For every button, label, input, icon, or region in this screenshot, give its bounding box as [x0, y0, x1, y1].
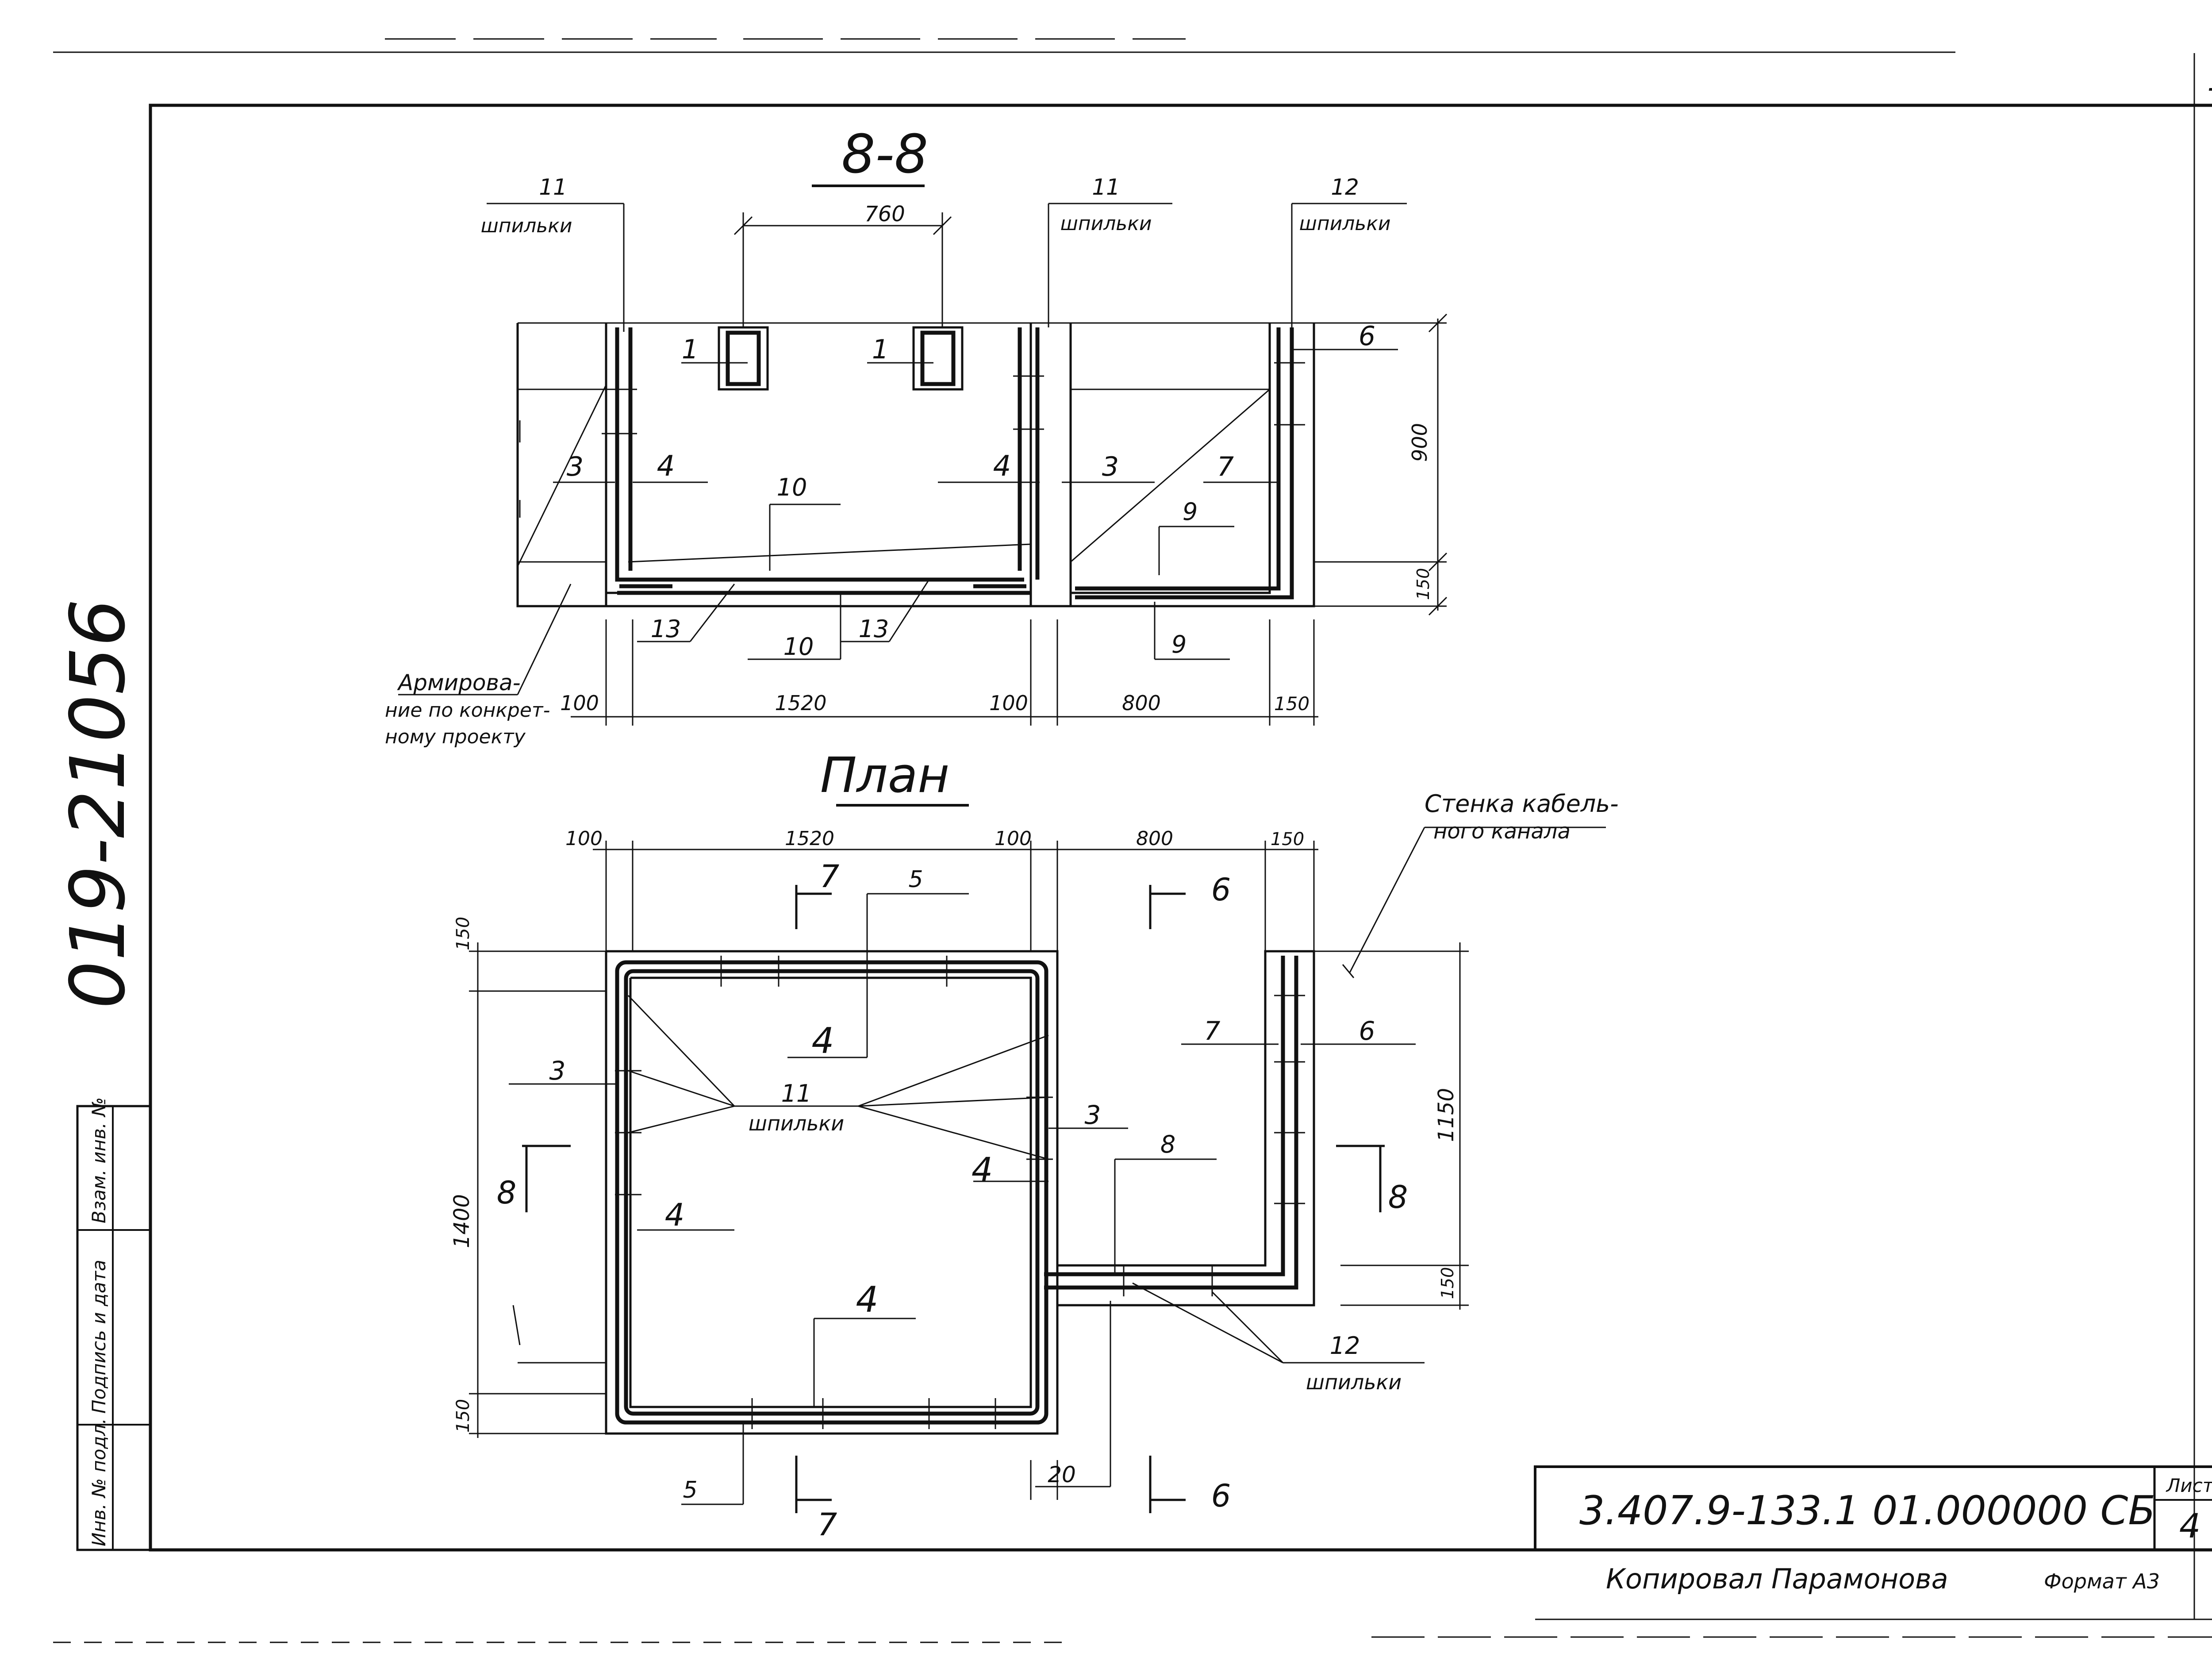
cut-6-top: 6: [1211, 872, 1231, 908]
plan-label-4b: 4: [665, 1197, 685, 1233]
section-dim-150: 150: [1274, 693, 1310, 715]
plan-view: [469, 826, 1606, 1513]
plan-dim-150-right: 150: [1438, 1267, 1457, 1299]
sheet-frame: [53, 38, 2212, 1643]
plan-label-3a: 3: [549, 1056, 566, 1086]
designation: 3.407.9-133.1 01.000000 СБ: [1579, 1488, 2155, 1534]
list-label: Лист: [2166, 1475, 2212, 1496]
plan-dim-100a: 100: [565, 827, 603, 850]
section-dim-1520: 1520: [775, 691, 826, 715]
section-dim-800: 800: [1122, 691, 1161, 715]
section-label-4b: 4: [993, 450, 1011, 483]
section-pins-word-right: шпильки: [1299, 212, 1391, 235]
plan-label-5b: 5: [683, 1477, 697, 1503]
cut-7-bottom: 7: [818, 1507, 837, 1543]
cut-7-top: 7: [820, 858, 840, 895]
section-label-13a: 13: [651, 615, 681, 643]
plan-dim-1520: 1520: [785, 827, 834, 850]
section-label-3b: 3: [1102, 451, 1119, 482]
plan-pins-11-word: шпильки: [749, 1111, 844, 1135]
cut-8-left: 8: [497, 1175, 517, 1211]
plan-pins-12-word: шпильки: [1306, 1370, 1402, 1394]
section-pins-word-left: шпильки: [481, 215, 572, 237]
plan-label-12: 12: [1330, 1332, 1360, 1360]
section-dim-100b: 100: [989, 691, 1028, 715]
section-note-line3: ному проекту: [385, 726, 526, 748]
section-label-12: 12: [1331, 174, 1359, 200]
plan-wall-note-line1: Стенка кабель-: [1425, 790, 1619, 818]
plan-dim-150-top: 150: [1271, 829, 1304, 849]
section-dim-150-right: 150: [1413, 568, 1433, 600]
plan-title: План: [820, 747, 949, 803]
title-block: [1534, 1465, 2212, 1551]
page-number: 10: [2207, 61, 2212, 98]
section-dim-900: 900: [1408, 423, 1432, 462]
section-note-line1: Армирова-: [397, 670, 521, 696]
cut-8-right: 8: [1388, 1179, 1408, 1215]
section-dim-760: 760: [864, 202, 905, 227]
stamp-signature-date: Подпись и дата: [88, 1260, 110, 1414]
archive-number: 019-21056: [54, 599, 142, 1009]
section-label-1b: 1: [872, 334, 889, 365]
section-label-1a: 1: [682, 334, 699, 365]
section-8-8: [398, 203, 1448, 726]
side-stamp: [76, 1105, 152, 1551]
section-label-10b: 10: [783, 633, 814, 661]
section-label-7: 7: [1217, 451, 1234, 482]
section-label-11-left: 11: [539, 174, 567, 200]
plan-dim-800: 800: [1136, 827, 1173, 850]
section-label-6: 6: [1359, 321, 1375, 352]
plan-wall-note-line2: ного канала: [1433, 819, 1571, 844]
plan-label-7: 7: [1204, 1016, 1221, 1046]
stamp-replaced-inv: Взам. инв. №: [88, 1097, 110, 1223]
plan-dim-150-left-bottom: 150: [453, 1399, 473, 1433]
plan-label-4d: 4: [856, 1279, 879, 1320]
section-note-line2: ние по конкрет-: [385, 699, 550, 722]
section-label-9b: 9: [1171, 630, 1187, 658]
plan-dim-150-left-top: 150: [453, 917, 473, 950]
format-label: Формат А3: [2044, 1569, 2160, 1593]
section-label-13b: 13: [859, 615, 889, 643]
stamp-inv-no: Инв. № подл.: [88, 1418, 110, 1546]
plan-label-6: 6: [1359, 1016, 1375, 1046]
copied-by: Копировал Парамонова: [1606, 1563, 1948, 1595]
plan-dim-1400: 1400: [449, 1194, 474, 1248]
section-dim-100a: 100: [560, 691, 599, 715]
section-label-11-right: 11: [1092, 174, 1120, 200]
section-title: 8-8: [841, 124, 928, 185]
plan-dim-1150: 1150: [1434, 1088, 1459, 1142]
list-value: 4: [2179, 1506, 2200, 1545]
cut-6-bottom: 6: [1211, 1478, 1231, 1514]
plan-dim-100b: 100: [995, 827, 1032, 850]
plan-label-4a: 4: [812, 1020, 834, 1061]
plan-label-11: 11: [781, 1080, 812, 1107]
plan-label-3b: 3: [1085, 1100, 1101, 1130]
plan-label-5a: 5: [908, 866, 923, 893]
plan-label-4c: 4: [972, 1150, 993, 1189]
section-label-3a: 3: [567, 451, 584, 482]
section-label-4a: 4: [657, 450, 675, 483]
section-label-9a: 9: [1183, 498, 1198, 526]
plan-dim-20: 20: [1048, 1462, 1076, 1488]
section-label-10a: 10: [777, 473, 807, 501]
plan-label-8: 8: [1160, 1130, 1175, 1158]
section-pins-word-mid: шпильки: [1060, 212, 1152, 235]
